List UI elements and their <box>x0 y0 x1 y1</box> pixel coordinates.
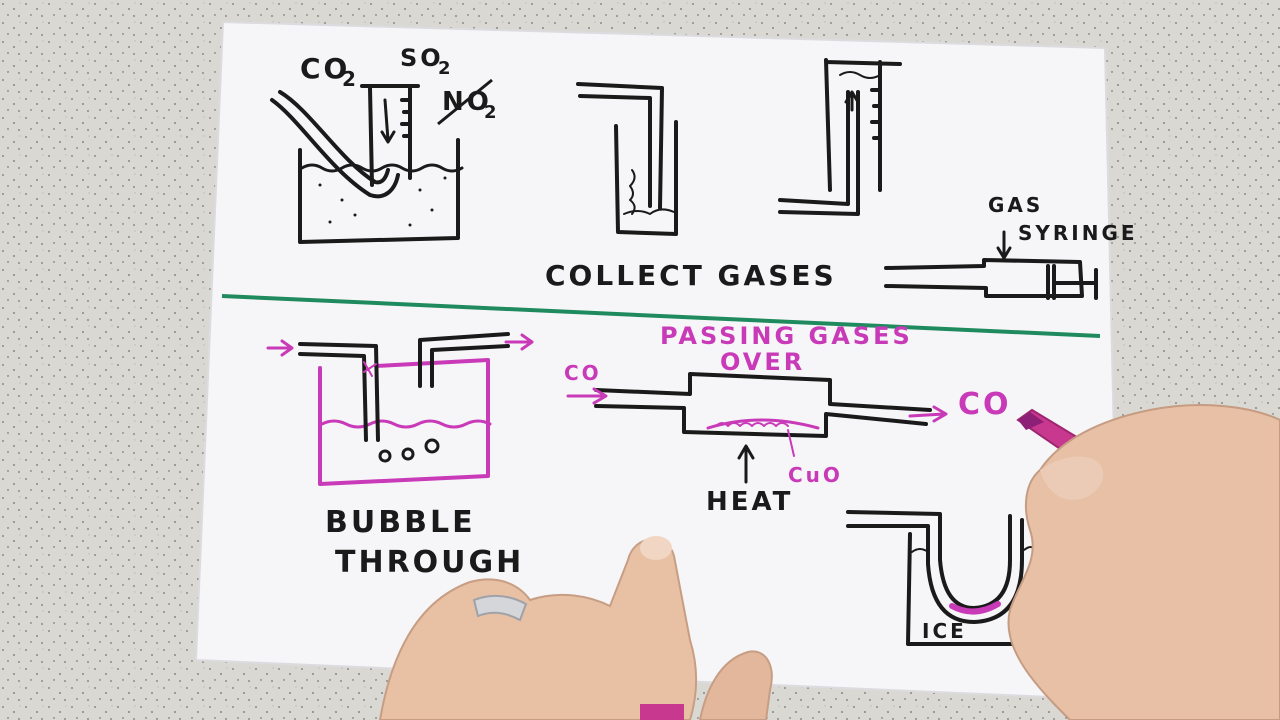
label-ice: ICE <box>922 619 967 643</box>
diagram-u-tube-ice <box>846 510 1038 646</box>
diagram-gas-syringe <box>884 230 1098 300</box>
pen-cap <box>640 704 684 720</box>
label-heat: HEAT <box>706 487 793 517</box>
label-passing-gases: PASSING GASES <box>660 322 913 350</box>
diagram-downward-delivery <box>576 82 678 236</box>
label-co-in: CO <box>564 361 602 385</box>
right-hand-holding-pen <box>1007 404 1280 720</box>
strike-mark <box>437 78 493 126</box>
label-so2-sub: 2 <box>438 58 454 79</box>
label-so2: SO <box>400 44 444 72</box>
diagram-upward-delivery <box>778 58 902 216</box>
diagram-bubble-through <box>266 332 534 486</box>
label-through: THROUGH <box>335 545 524 580</box>
label-co2: CO <box>300 52 350 85</box>
label-gas: GAS <box>988 193 1043 217</box>
label-collect-gases: COLLECT GASES <box>545 259 837 292</box>
label-cuo: CuO <box>788 463 843 487</box>
diagram-collect-over-water <box>270 84 464 244</box>
label-co-out: CO <box>958 387 1012 422</box>
label-no2-sub: 2 <box>484 102 500 123</box>
label-syringe: SYRINGE <box>1018 221 1138 245</box>
label-over: OVER <box>720 348 805 376</box>
diagram-combustion-tube <box>566 372 948 484</box>
left-hand <box>378 536 773 720</box>
label-co2-sub: 2 <box>342 67 359 91</box>
label-bubble: BUBBLE <box>325 505 476 540</box>
section-divider <box>221 294 1101 338</box>
water-speckles <box>318 176 447 227</box>
